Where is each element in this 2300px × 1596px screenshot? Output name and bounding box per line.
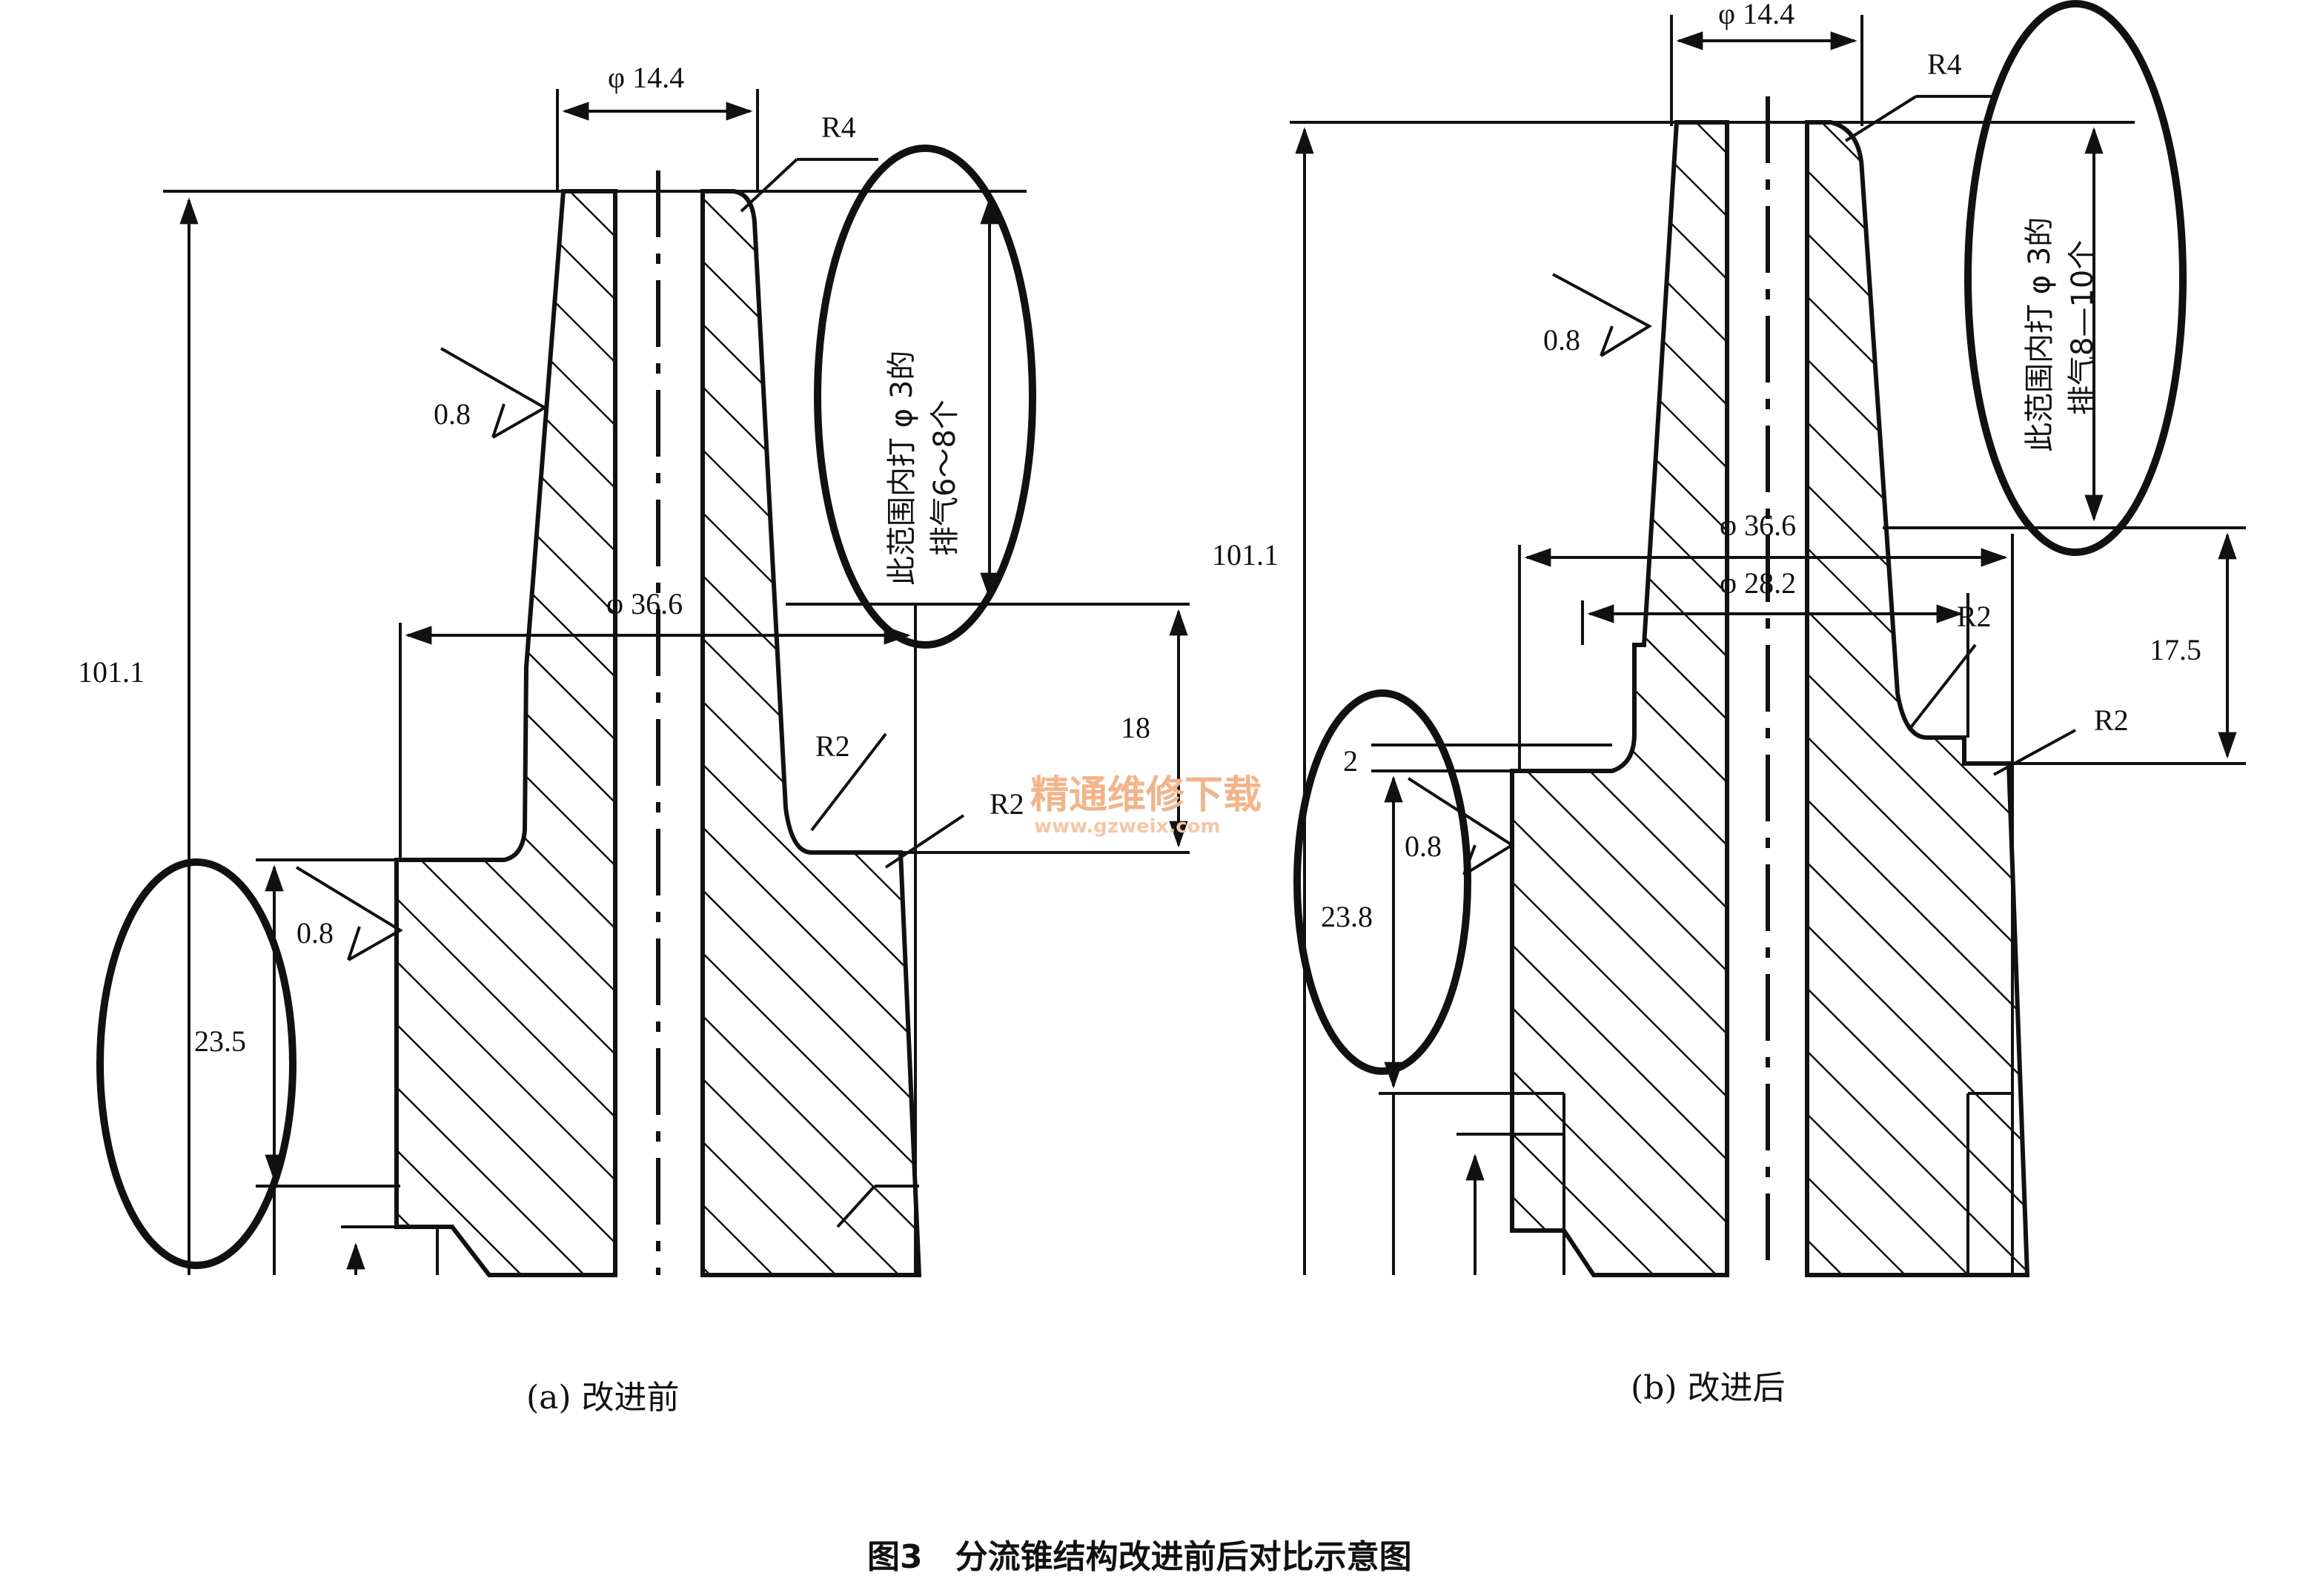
right-dim-mid2: φ 28.2: [1720, 566, 1796, 600]
right-note-ellipse: [1964, 0, 2187, 556]
left-r4-label: R4: [821, 110, 856, 144]
right-dim-small: 2: [1343, 744, 1358, 778]
right-lower-ellipse: [1293, 689, 1471, 1075]
right-part-left-half: [1510, 120, 1729, 1277]
right-r2-outer: R2: [2094, 703, 2129, 737]
figure-caption: 图3 分流锥结构改进前后对比示意图: [867, 1538, 1412, 1576]
right-dim-mid1: φ 36.6: [1720, 509, 1796, 542]
right-dim-height: 101.1: [1212, 538, 1279, 572]
right-dim-lower: 23.8: [1321, 900, 1373, 933]
watermark-url: www.gzweix.com: [1034, 815, 1221, 838]
left-part-left-half: [394, 189, 617, 1277]
left-lower-ellipse: [96, 858, 296, 1269]
right-r2-inner: R2: [1957, 600, 1992, 633]
right-note-line1: 此范围内打 φ 3的: [2023, 217, 2057, 452]
left-r2-inner: R2: [815, 729, 850, 763]
left-note-ellipse: [814, 145, 1036, 649]
right-part-right-half: [1805, 120, 2030, 1277]
left-r2-outer: R2: [990, 787, 1024, 821]
right-caption: (b) 改进后: [1631, 1369, 1785, 1407]
left-dim-mid: φ 36.6: [606, 587, 683, 620]
right-dim-top: φ 14.4: [1718, 0, 1794, 30]
left-roughness-lower: 0.8: [296, 916, 334, 950]
left-dim-step: 18: [1121, 711, 1150, 744]
right-roughness-upper: 0.8: [1543, 323, 1580, 357]
watermark: 精通维修下载: [1030, 773, 1262, 818]
left-part-right-half: [700, 189, 922, 1277]
left-dim-height: 101.1: [78, 655, 145, 689]
left-caption: (a) 改进前: [526, 1379, 680, 1417]
right-roughness-lower: 0.8: [1405, 830, 1442, 863]
right-r4-label: R4: [1927, 47, 1962, 81]
left-note-line2: 排气6～8个: [928, 400, 962, 556]
left-dim-lower: 23.5: [194, 1024, 246, 1058]
left-roughness-upper: 0.8: [434, 397, 471, 431]
right-drawing: φ 14.4 R4 101.1 0.8 φ 36.6 φ 28.2 17.5 R…: [1212, 0, 2246, 1407]
right-dim-step: 17.5: [2150, 633, 2201, 666]
left-drawing: φ 14.4 R4 101.1 0.8 φ 36.6 18 R2 R2: [78, 61, 1190, 1417]
left-dim-top: φ 14.4: [608, 61, 684, 94]
left-note-line1: 此范围内打 φ 3的: [885, 351, 919, 586]
